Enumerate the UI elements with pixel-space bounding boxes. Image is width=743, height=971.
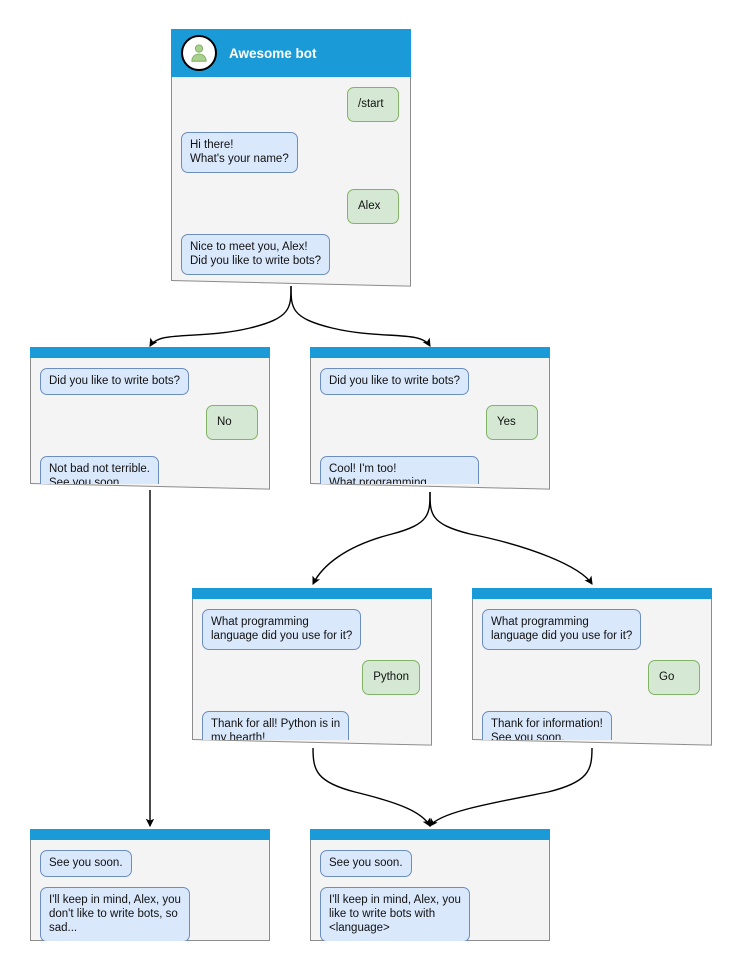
node-end-sad-title-bar: [30, 829, 270, 840]
chat-message-bot: Nice to meet you, Alex! Did you like to …: [181, 234, 331, 276]
node-end-happy-chat: See you soon. I'll keep in mind, Alex, y…: [310, 840, 550, 941]
chat-message-bot: Thank for information! See you soon.: [482, 711, 612, 740]
node-answer-yes-title-bar: [310, 347, 550, 358]
edge-python-to-end-happy: [312, 747, 431, 827]
spacer: [40, 395, 258, 405]
node-language-go-content: What programming language did you use fo…: [472, 588, 712, 740]
node-language-python[interactable]: What programming language did you use fo…: [192, 588, 432, 746]
node-answer-no-content: Did you like to write bots? No Not bad n…: [30, 347, 270, 484]
node-end-happy-title-bar: [310, 829, 550, 840]
node-end-happy-content: See you soon. I'll keep in mind, Alex, y…: [310, 829, 550, 941]
spacer: [40, 877, 258, 887]
edge-start-to-no: [149, 285, 292, 347]
chat-message-bot: Hi there! What's your name?: [181, 132, 298, 174]
chat-message-bot: What programming language did you use fo…: [482, 609, 642, 651]
node-answer-no-title-bar: [30, 347, 270, 358]
node-start-title-bar: Awesome bot: [171, 29, 411, 77]
chat-message-user: Python: [362, 660, 420, 696]
node-end-happy[interactable]: See you soon. I'll keep in mind, Alex, y…: [310, 829, 550, 941]
node-start-chat: /start Hi there! What's your name? Alex …: [171, 77, 411, 281]
node-start-content: Awesome bot /start Hi there! What's your…: [171, 29, 411, 281]
chat-message-bot: I'll keep in mind, Alex, you like to wri…: [320, 887, 470, 941]
chat-message-bot: I'll keep in mind, Alex, you don't like …: [40, 887, 190, 941]
chat-message-bot: Cool! I'm too! What programming language…: [320, 456, 480, 484]
edge-go-to-end-happy: [429, 747, 593, 827]
chat-message-bot: Thank for all! Python is in my hearth! S…: [202, 711, 350, 740]
edge-yes-to-go: [429, 491, 593, 585]
node-answer-yes[interactable]: Did you like to write bots? Yes Cool! I'…: [310, 347, 550, 490]
node-start[interactable]: Awesome bot /start Hi there! What's your…: [171, 29, 411, 287]
spacer: [181, 173, 399, 189]
spacer: [181, 122, 399, 132]
node-language-go-title-bar: [472, 588, 712, 599]
chat-message-bot: Did you like to write bots?: [40, 368, 190, 396]
node-language-go[interactable]: What programming language did you use fo…: [472, 588, 712, 746]
chat-message-user: Yes: [486, 405, 538, 441]
node-answer-yes-chat: Did you like to write bots? Yes Cool! I'…: [310, 358, 550, 484]
edge-start-to-yes: [290, 285, 431, 347]
edge-yes-to-python: [312, 491, 431, 586]
node-end-sad-chat: See you soon. I'll keep in mind, Alex, y…: [30, 840, 270, 941]
chat-message-user: Alex: [347, 189, 399, 225]
spacer: [181, 224, 399, 234]
node-language-go-chat: What programming language did you use fo…: [472, 599, 712, 740]
bot-name-label: Awesome bot: [229, 45, 317, 61]
spacer: [320, 440, 538, 456]
node-answer-no-chat: Did you like to write bots? No Not bad n…: [30, 358, 270, 484]
chat-message-bot: See you soon.: [320, 850, 412, 878]
spacer: [320, 395, 538, 405]
node-language-python-content: What programming language did you use fo…: [192, 588, 432, 740]
spacer: [320, 877, 538, 887]
spacer: [482, 695, 700, 711]
person-avatar-icon: [181, 35, 217, 71]
spacer: [202, 650, 420, 660]
spacer: [40, 440, 258, 456]
node-end-sad[interactable]: See you soon. I'll keep in mind, Alex, y…: [30, 829, 270, 941]
chat-message-user: /start: [347, 87, 399, 123]
chat-message-bot: See you soon.: [40, 850, 132, 878]
node-language-python-title-bar: [192, 588, 432, 599]
chat-message-user: No: [206, 405, 258, 441]
node-answer-yes-content: Did you like to write bots? Yes Cool! I'…: [310, 347, 550, 484]
node-end-sad-content: See you soon. I'll keep in mind, Alex, y…: [30, 829, 270, 941]
chat-message-bot: Did you like to write bots?: [320, 368, 470, 396]
spacer: [482, 650, 700, 660]
node-answer-no[interactable]: Did you like to write bots? No Not bad n…: [30, 347, 270, 490]
chat-message-user: Go: [648, 660, 700, 696]
chat-message-bot: What programming language did you use fo…: [202, 609, 362, 651]
spacer: [202, 695, 420, 711]
node-language-python-chat: What programming language did you use fo…: [192, 599, 432, 740]
chat-message-bot: Not bad not terrible. See you soon.: [40, 456, 160, 484]
